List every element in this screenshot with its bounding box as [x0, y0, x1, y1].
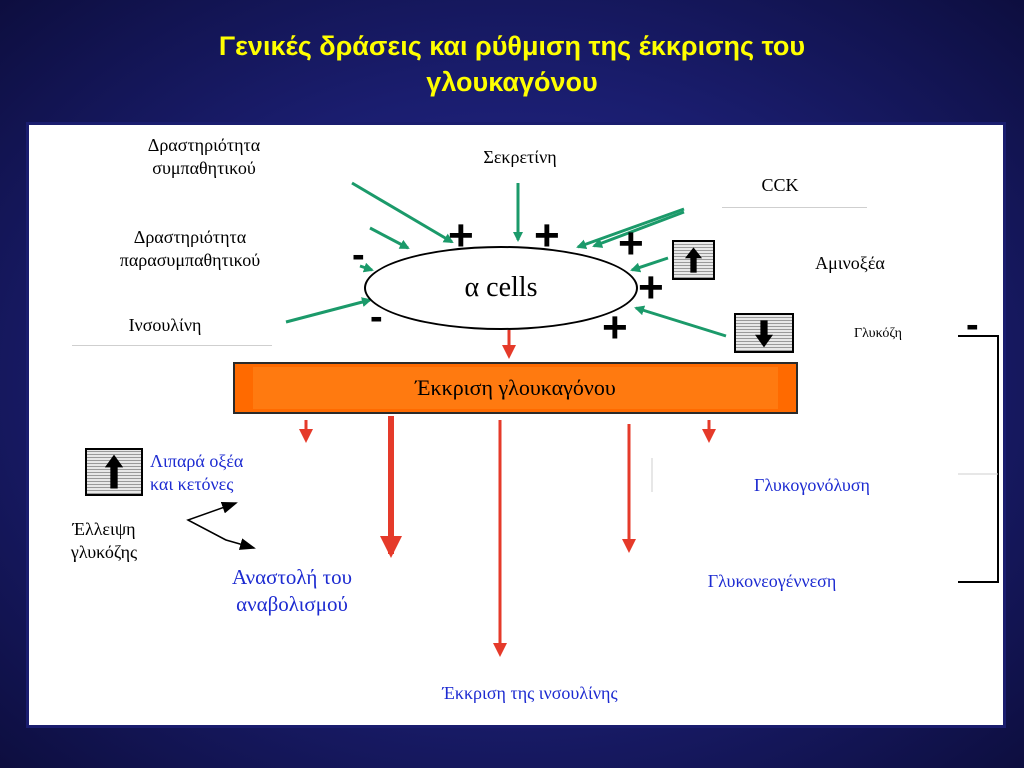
glucose-down-arrow-icon [734, 313, 794, 353]
gluconeogenesis-label: Γλυκονεογέννεση [707, 571, 837, 591]
glucose-deficit-line2: γλυκόζης [70, 542, 138, 562]
fatty-acids-line2: και κετόνες [150, 474, 234, 494]
glucagon-secretion-bar: Έκκριση γλουκαγόνου [233, 362, 798, 414]
sympathetic-label-line1: Δραστηριότητα [147, 135, 261, 155]
secretin-label: Σεκρετίνη [483, 147, 557, 167]
anabolism-inhibition-label: Αναστολή του αναβολισμού [192, 564, 392, 618]
fatty-acids-line1: Λιπαρά οξέα [150, 451, 244, 471]
parasympathetic-label-line2: παρασυμπαθητικού [119, 250, 261, 270]
sympathetic-arrow [351, 181, 454, 244]
parasympathetic-label: Δραστηριότητα παρασυμπαθητικού [70, 226, 310, 272]
sympathetic-label-line2: συμπαθητικού [152, 158, 256, 178]
plus-sign: + [638, 263, 664, 312]
cck-label: CCK [761, 175, 799, 195]
alpha-cells-ellipse: α cells [364, 246, 638, 330]
glucose-label: Γλυκόζη [854, 326, 902, 341]
title-line-1: Γενικές δράσεις και ρύθμιση της έκκρισης… [218, 31, 806, 61]
title-line-2: γλουκαγόνου [426, 67, 598, 97]
plus-sign: + [618, 219, 644, 268]
minus-sign: - [966, 304, 979, 346]
diagram-panel [26, 122, 1006, 728]
minus-sign: - [352, 234, 365, 276]
alpha-cells-label: α cells [464, 272, 538, 303]
insulin-arrow [285, 297, 372, 324]
anabolism-line2: αναβολισμού [236, 592, 348, 616]
glucose-deficit-label: Έλλειψη γλυκόζης [44, 518, 164, 564]
glucose-arrow [634, 305, 727, 338]
amino-acids-label: Αμινοξέα [815, 253, 885, 273]
sympathetic-label: Δραστηριότητα συμπαθητικού [104, 134, 304, 180]
divider-line [72, 345, 272, 346]
amino-acids-arrow [630, 256, 669, 273]
slide-title: Γενικές δράσεις και ρύθμιση της έκκρισης… [0, 28, 1024, 100]
amino-acids-up-arrow-icon [672, 240, 715, 280]
fatty-acids-label: Λιπαρά οξέα και κετόνες [150, 450, 243, 496]
feedback-bracket [958, 335, 999, 583]
glucose-deficit-line1: Έλλειψη [72, 519, 136, 539]
fatty-acids-up-arrow-icon [85, 448, 143, 496]
insulin-secretion-label: Έκκριση της ινσουλίνης [442, 683, 618, 703]
parasympathetic-label-line1: Δραστηριότητα [133, 227, 247, 247]
anabolism-line1: Αναστολή του [232, 565, 352, 589]
glycogenolysis-label: Γλυκογονόλυση [754, 475, 870, 495]
deficit-to-fatty-acids-arrow [186, 502, 238, 541]
insulin-label: Ινσουλίνη [128, 315, 202, 335]
deficit-to-anabolism-arrow [187, 519, 256, 550]
cck-arrow-2 [592, 210, 685, 248]
divider-line-2 [722, 207, 867, 208]
glucagon-secretion-label: Έκκριση γλουκαγόνου [253, 367, 778, 409]
sympathetic-arrow-2 [369, 226, 410, 250]
parasympathetic-arrow [359, 262, 374, 273]
